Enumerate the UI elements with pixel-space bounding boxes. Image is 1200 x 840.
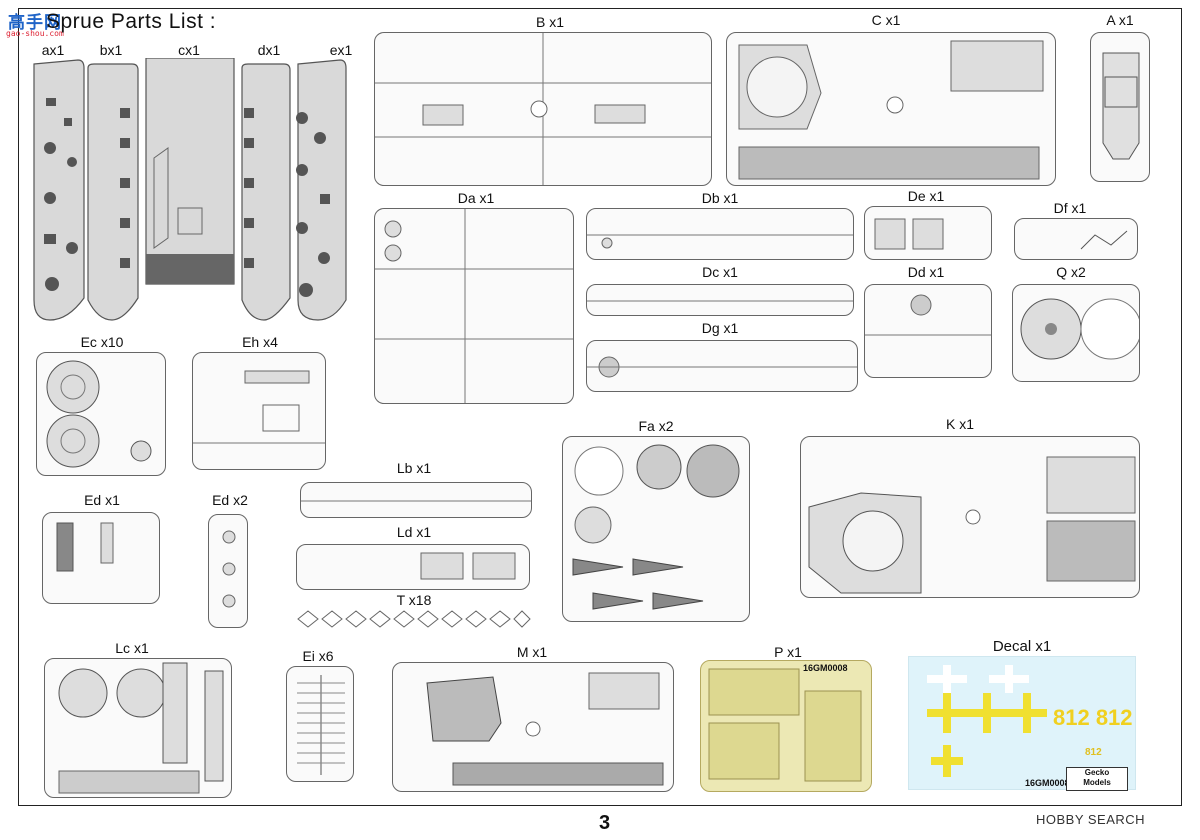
label-Eh: Eh x4: [242, 334, 278, 350]
sprue-Eh: [192, 352, 326, 470]
sprue-B: [374, 32, 712, 186]
track-links: [297, 610, 531, 628]
sprue-Dg: [586, 340, 858, 392]
label-Ed-2: Ed x2: [212, 492, 248, 508]
sprue-Ld: [296, 544, 530, 590]
sprue-Dd: [864, 284, 992, 378]
label-Lb: Lb x1: [396, 460, 432, 476]
label-ax: ax1: [41, 42, 65, 58]
hull-panels: [33, 58, 347, 321]
label-A: A x1: [1106, 12, 1134, 28]
label-Db: Db x1: [701, 190, 739, 206]
sprue-Q: [1012, 284, 1140, 382]
sprue-Lb: [300, 482, 532, 518]
sprue-C: [726, 32, 1056, 186]
label-Dd: Dd x1: [907, 264, 945, 280]
sprue-Ed-1: [42, 512, 160, 604]
label-Dc: Dc x1: [702, 264, 738, 280]
etch-fret-P: 16GM0008: [700, 660, 872, 792]
label-Decal: Decal x1: [992, 638, 1052, 655]
footer-brand: HOBBY SEARCH: [1036, 812, 1146, 827]
page-frame: [18, 8, 1182, 806]
label-T: T x18: [396, 592, 432, 608]
sprue-Ec: [36, 352, 166, 476]
sprue-Da: [374, 208, 574, 404]
sprue-Df: [1014, 218, 1138, 260]
label-De: De x1: [907, 188, 945, 204]
label-Dg: Dg x1: [701, 320, 739, 336]
label-K: K x1: [945, 416, 974, 432]
decal-small-number: 812: [1085, 747, 1102, 758]
label-bx: bx1: [99, 42, 123, 58]
label-Ed-1: Ed x1: [84, 492, 120, 508]
label-Q: Q x2: [1056, 264, 1086, 280]
sprue-Ed-2: [208, 514, 248, 628]
sprue-Dc: [586, 284, 854, 316]
label-B: B x1: [535, 14, 564, 30]
sprue-M: [392, 662, 674, 792]
label-Lc: Lc x1: [115, 640, 149, 656]
decal-numbers: 812 812: [1053, 705, 1133, 730]
sprue-Ei: [286, 666, 354, 782]
label-M: M x1: [516, 644, 548, 660]
label-Df: Df x1: [1053, 200, 1087, 216]
sprue-De: [864, 206, 992, 260]
decal-code: 16GM0008: [1025, 778, 1070, 788]
sprue-A: [1090, 32, 1150, 182]
label-Ec: Ec x10: [80, 334, 124, 350]
label-ex: ex1: [329, 42, 353, 58]
sprue-Fa: [562, 436, 750, 622]
label-dx: dx1: [257, 42, 281, 58]
label-Ld: Ld x1: [396, 524, 432, 540]
sprue-Lc: [44, 658, 232, 798]
page-number: 3: [599, 812, 611, 834]
page-title: Sprue Parts List :: [46, 10, 217, 33]
label-Ei: Ei x6: [302, 648, 334, 664]
label-C: C x1: [871, 12, 901, 28]
label-P: P x1: [774, 644, 802, 660]
label-cx: cx1: [178, 42, 200, 58]
label-Da: Da x1: [457, 190, 495, 206]
label-Fa: Fa x2: [638, 418, 674, 434]
sprue-K: [800, 436, 1140, 598]
sprue-Db: [586, 208, 854, 260]
watermark-logo: 高手网 gao-shou.com: [6, 13, 64, 38]
